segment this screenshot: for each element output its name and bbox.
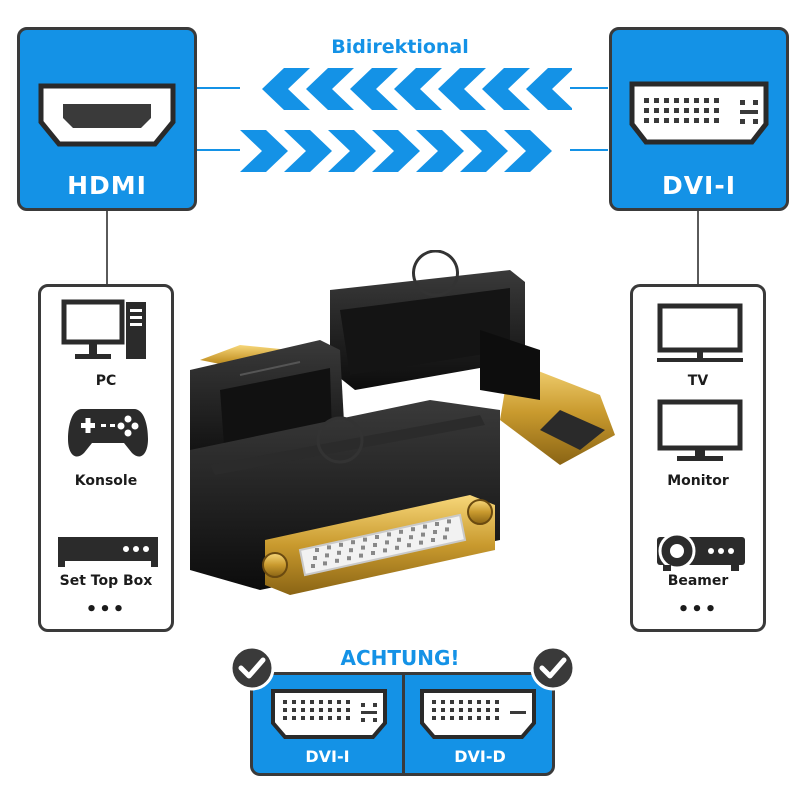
- warning-title: ACHTUNG!: [340, 646, 460, 670]
- dvi-i-port-icon: [629, 81, 769, 145]
- hdmi-dvi-adapter-photo: [190, 250, 615, 595]
- more-dots: •••: [677, 599, 719, 620]
- projector-icon: [657, 532, 745, 571]
- dvi-i-connector-label: DVI-I: [305, 747, 350, 766]
- more-dots: •••: [85, 599, 127, 620]
- monitor-label: Monitor: [667, 473, 729, 489]
- source-devices-panel: PC Konsole Set Top Box •••: [38, 284, 174, 632]
- dvi-i-box: DVI-I: [609, 27, 789, 211]
- pc-icon: [61, 299, 146, 359]
- dvi-i-label: DVI-I: [661, 171, 737, 200]
- console-label: Konsole: [74, 473, 138, 489]
- dvi-types-box: DVI-I DVI-D: [250, 672, 555, 776]
- gamepad-icon: [68, 409, 148, 457]
- beamer-label: Beamer: [667, 573, 729, 589]
- hdmi-box: HDMI: [17, 27, 197, 211]
- check-icon: [229, 645, 275, 691]
- tv-icon: [657, 303, 743, 362]
- arrows-right-icon: [240, 130, 552, 172]
- bidirectional-label: Bidirektional: [331, 36, 469, 58]
- pc-label: PC: [95, 373, 117, 389]
- tv-label: TV: [687, 373, 709, 389]
- hdmi-label: HDMI: [67, 171, 147, 200]
- monitor-icon: [657, 399, 743, 461]
- set-top-box-icon: [58, 537, 158, 567]
- dvi-i-icon: [271, 689, 387, 739]
- hdmi-port-icon: [38, 83, 176, 147]
- dvi-d-connector-label: DVI-D: [454, 747, 506, 766]
- check-icon: [530, 645, 576, 691]
- display-devices-panel: TV Monitor Beamer •••: [630, 284, 766, 632]
- divider: [402, 675, 405, 773]
- arrows-left-icon: [262, 68, 572, 110]
- dvi-d-icon: [420, 689, 536, 739]
- set-top-box-label: Set Top Box: [59, 573, 153, 589]
